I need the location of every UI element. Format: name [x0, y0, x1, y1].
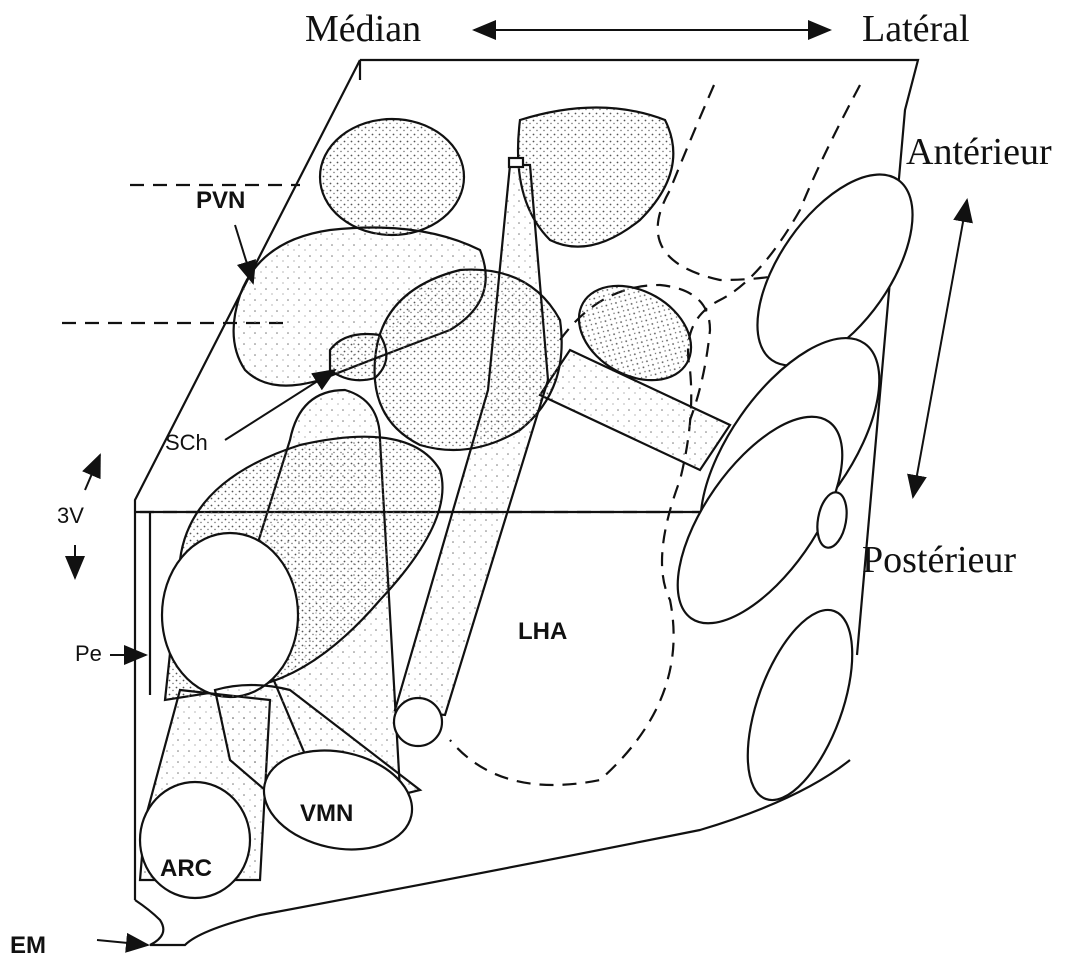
nuclei: [140, 108, 708, 899]
lha-label: LHA: [518, 618, 567, 646]
pe-label: Pe: [75, 641, 102, 667]
vmn-label: VMN: [300, 800, 353, 828]
arc-label: ARC: [160, 855, 212, 883]
median-label: Médian: [305, 7, 421, 51]
posterior-label: Postérieur: [862, 538, 1016, 582]
lateral-label: Latéral: [862, 7, 970, 51]
pvn-label: PVN: [196, 187, 245, 215]
lateral-lens-shapes: [646, 148, 943, 813]
sch-label: SCh: [165, 430, 208, 456]
anterior-label: Antérieur: [906, 130, 1052, 174]
third-ventricle-label: 3V: [57, 503, 84, 529]
em-label: EM: [10, 932, 46, 960]
